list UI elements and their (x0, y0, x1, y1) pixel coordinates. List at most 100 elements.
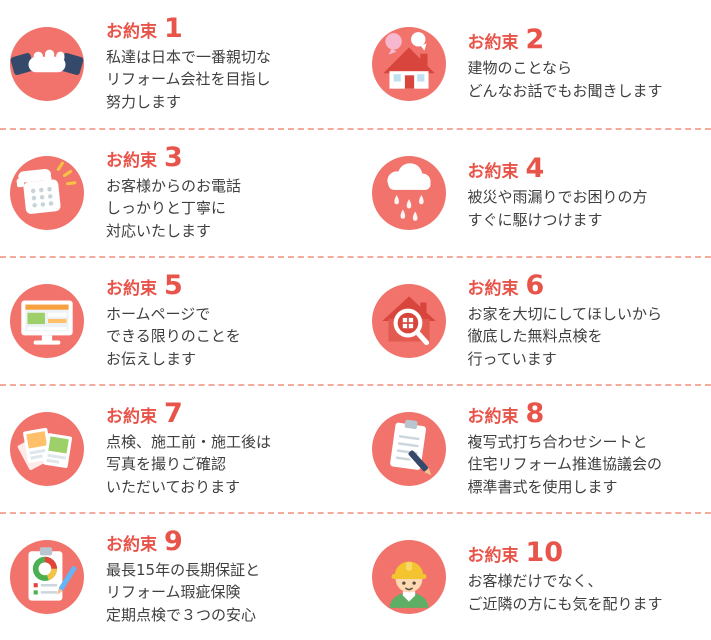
promise-heading: お約束 9 (106, 528, 350, 555)
promise-line: ご近隣の方にも気を配ります (467, 594, 663, 613)
promise-label: お約束 (106, 407, 157, 428)
promise-line: お客様だけでなく、 (467, 572, 603, 591)
promise-description: お客様からのお電話 しっかりと丁寧に 対応いたします (106, 175, 350, 242)
promise-label: お約束 (467, 546, 519, 567)
promise-number: 9 (164, 526, 183, 558)
promise-line: お家を大切にしてほしいから (467, 305, 663, 324)
promise-description: 建物のことなら どんなお話でもお聞きします (468, 57, 706, 101)
house-inspection-icon (371, 284, 446, 358)
promises-row-1: お約束 1 私達は日本で一番親切な リフォーム会社を目指し 努力します (0, 0, 711, 128)
promise-line: どんなお話でもお聞きします (467, 81, 663, 100)
promise-text-block: お約束 4 被災や雨漏りでお困りの方 すぐに駆けつけます (468, 155, 706, 230)
promise-label: お約束 (467, 407, 519, 428)
promise-item-4: お約束 4 被災や雨漏りでお困りの方 すぐに駆けつけます (356, 155, 711, 230)
promise-line: 標準書式を使用します (467, 477, 618, 496)
promise-item-9: お約束 9 最長15年の長期保証と リフォーム瑕疵保険 定期点検で３つの安心 (0, 528, 356, 626)
promise-label: お約束 (106, 279, 157, 300)
promise-text-block: お約束 10 お客様だけでなく、 ご近隣の方にも気を配ります (468, 539, 706, 614)
promise-heading: お約束 8 (468, 400, 706, 427)
promise-line: お伝えします (106, 349, 197, 368)
promise-label: お約束 (106, 22, 157, 43)
handshake-icon (10, 27, 84, 101)
promise-line: 最長15年の長期保証と (106, 561, 261, 580)
promises-row-3: お約束 5 ホームページで できる限りのことを お伝えします (0, 256, 711, 384)
monitor-icon (10, 284, 84, 358)
promise-description: 複写式打ち合わせシートと 住宅リフォーム推進協議会の 標準書式を使用します (468, 431, 706, 498)
promise-label: お約束 (106, 151, 157, 172)
promise-description: 最長15年の長期保証と リフォーム瑕疵保険 定期点検で３つの安心 (106, 559, 350, 626)
promises-row-5: お約束 9 最長15年の長期保証と リフォーム瑕疵保険 定期点検で３つの安心 (0, 512, 711, 640)
promise-line: 点検、施工前・施工後は (106, 433, 272, 452)
promise-text-block: お約束 1 私達は日本で一番親切な リフォーム会社を目指し 努力します (106, 15, 350, 113)
promise-number: 1 (164, 13, 183, 45)
promise-description: お客様だけでなく、 ご近隣の方にも気を配ります (468, 570, 706, 614)
promise-number: 6 (525, 270, 545, 302)
promise-label: お約束 (106, 535, 157, 556)
promise-description: 私達は日本で一番親切な リフォーム会社を目指し 努力します (106, 46, 350, 113)
promise-line: 私達は日本で一番親切な (106, 48, 272, 67)
promises-row-4: お約束 7 点検、施工前・施工後は 写真を撮りご確認 いただいております (0, 384, 711, 512)
promise-label: お約束 (467, 33, 519, 54)
promise-line: ホームページで (106, 305, 211, 324)
promise-heading: お約束 4 (468, 155, 706, 182)
promise-line: 建物のことなら (467, 59, 573, 78)
promise-line: 写真を撮りご確認 (106, 455, 227, 474)
promise-heading: お約束 2 (468, 26, 706, 53)
clipboard-chart-icon (10, 540, 84, 614)
promise-number: 4 (525, 153, 545, 185)
promise-number: 7 (164, 398, 183, 430)
promise-line: お客様からのお電話 (106, 177, 242, 196)
promise-item-7: お約束 7 点検、施工前・施工後は 写真を撮りご確認 いただいております (0, 400, 356, 498)
promise-item-6: お約束 6 お家を大切にしてほしいから 徹底した無料点検を 行っています (356, 272, 711, 370)
promise-item-5: お約束 5 ホームページで できる限りのことを お伝えします (0, 272, 356, 370)
promise-item-3: お約束 3 お客様からのお電話 しっかりと丁寧に 対応いたします (0, 144, 356, 242)
promise-line: できる限りのことを (106, 327, 241, 346)
promise-description: ホームページで できる限りのことを お伝えします (106, 303, 350, 370)
promise-line: 定期点検で３つの安心 (106, 605, 257, 624)
house-icon (371, 27, 446, 101)
promise-description: 点検、施工前・施工後は 写真を撮りご確認 いただいております (106, 431, 350, 498)
promise-line: 行っています (467, 349, 557, 368)
promise-heading: お約束 1 (106, 15, 350, 42)
promise-text-block: お約束 9 最長15年の長期保証と リフォーム瑕疵保険 定期点検で３つの安心 (106, 528, 350, 626)
promise-heading: お約束 10 (468, 539, 706, 566)
promise-line: いただいております (106, 477, 241, 496)
promise-label: お約束 (467, 162, 519, 183)
promises-row-2: お約束 3 お客様からのお電話 しっかりと丁寧に 対応いたします (0, 128, 711, 256)
rain-icon (371, 156, 446, 230)
promise-line: 徹底した無料点検を (467, 327, 603, 346)
promise-text-block: お約束 8 複写式打ち合わせシートと 住宅リフォーム推進協議会の 標準書式を使用… (468, 400, 706, 498)
promise-line: 努力します (106, 92, 182, 111)
worker-icon (371, 540, 446, 614)
promise-line: リフォーム瑕疵保険 (106, 583, 241, 602)
promise-line: すぐに駆けつけます (467, 210, 603, 229)
promise-number: 8 (525, 398, 545, 430)
promise-description: お家を大切にしてほしいから 徹底した無料点検を 行っています (468, 303, 706, 370)
promise-label: お約束 (467, 279, 519, 300)
promise-line: 複写式打ち合わせシートと (467, 433, 648, 452)
promise-description: 被災や雨漏りでお困りの方 すぐに駆けつけます (468, 186, 706, 230)
promise-heading: お約束 6 (468, 272, 706, 299)
promise-line: 対応いたします (106, 221, 212, 240)
promise-heading: お約束 7 (106, 400, 350, 427)
promise-item-10: お約束 10 お客様だけでなく、 ご近隣の方にも気を配ります (356, 539, 711, 614)
photos-icon (10, 412, 84, 486)
promise-number: 10 (525, 537, 564, 569)
promise-number: 2 (525, 24, 545, 56)
promise-text-block: お約束 2 建物のことなら どんなお話でもお聞きします (468, 26, 706, 101)
promise-text-block: お約束 5 ホームページで できる限りのことを お伝えします (106, 272, 350, 370)
telephone-icon (10, 156, 84, 230)
promise-number: 3 (164, 142, 183, 174)
promise-text-block: お約束 6 お家を大切にしてほしいから 徹底した無料点検を 行っています (468, 272, 706, 370)
clipboard-pen-icon (371, 412, 446, 486)
promise-heading: お約束 3 (106, 144, 350, 171)
promise-line: リフォーム会社を目指し (106, 70, 271, 89)
promise-heading: お約束 5 (106, 272, 350, 299)
promise-item-2: お約束 2 建物のことなら どんなお話でもお聞きします (356, 26, 711, 101)
promise-text-block: お約束 7 点検、施工前・施工後は 写真を撮りご確認 いただいております (106, 400, 350, 498)
promise-line: しっかりと丁寧に (106, 199, 227, 218)
promise-line: 住宅リフォーム推進協議会の (467, 455, 663, 474)
promise-item-8: お約束 8 複写式打ち合わせシートと 住宅リフォーム推進協議会の 標準書式を使用… (356, 400, 711, 498)
promise-text-block: お約束 3 お客様からのお電話 しっかりと丁寧に 対応いたします (106, 144, 350, 242)
